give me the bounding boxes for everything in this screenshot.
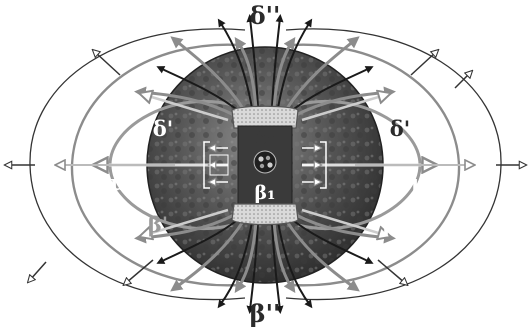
- label-mid-left: μ': [110, 170, 132, 195]
- label-lower-right: β': [383, 212, 403, 237]
- label-top: δ'': [250, 1, 281, 30]
- label-core-top: δ₂: [255, 127, 276, 149]
- label-lower-left: β': [148, 212, 168, 237]
- label-upper-left: δ': [153, 116, 173, 141]
- label-upper-right: δ': [390, 116, 410, 141]
- label-core-bottom: β₁: [255, 182, 276, 204]
- label-mid-right: μ': [411, 170, 433, 195]
- core-bar: [232, 106, 298, 224]
- label-bottom: β'': [250, 299, 281, 328]
- core-nucleus: [254, 151, 276, 173]
